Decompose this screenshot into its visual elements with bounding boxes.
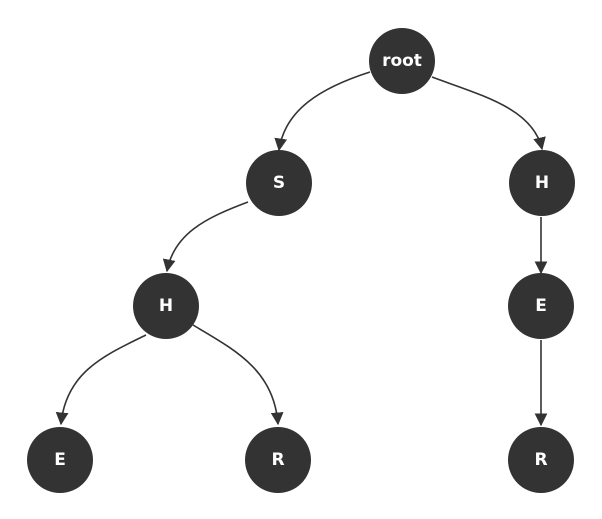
node-label-e-right: E [535,296,547,316]
node-label-h-right: H [535,173,549,193]
node-e-left: E [27,427,93,493]
edge-s-to-h-left [162,201,249,273]
node-label-s: S [273,173,285,193]
node-label-r-middle: R [271,450,284,470]
node-label-root: root [382,51,422,71]
node-h-left: H [133,273,199,339]
node-label-h-left: H [159,296,173,316]
edge-root-to-s [274,71,371,152]
nodes: root S H H E E R R [27,28,575,493]
node-label-r-right: R [534,450,547,470]
edge-h-left-to-r-middle [192,324,284,426]
edge-root-to-h-right [431,76,546,151]
node-root: root [369,28,435,94]
node-h-right: H [509,150,575,216]
node-s: S [246,150,312,216]
edge-h-left-to-e-left [55,334,147,426]
edges [55,71,548,427]
node-r-right: R [508,427,574,493]
node-r-middle: R [245,427,311,493]
node-label-e-left: E [54,450,66,470]
node-e-right: E [508,273,574,339]
